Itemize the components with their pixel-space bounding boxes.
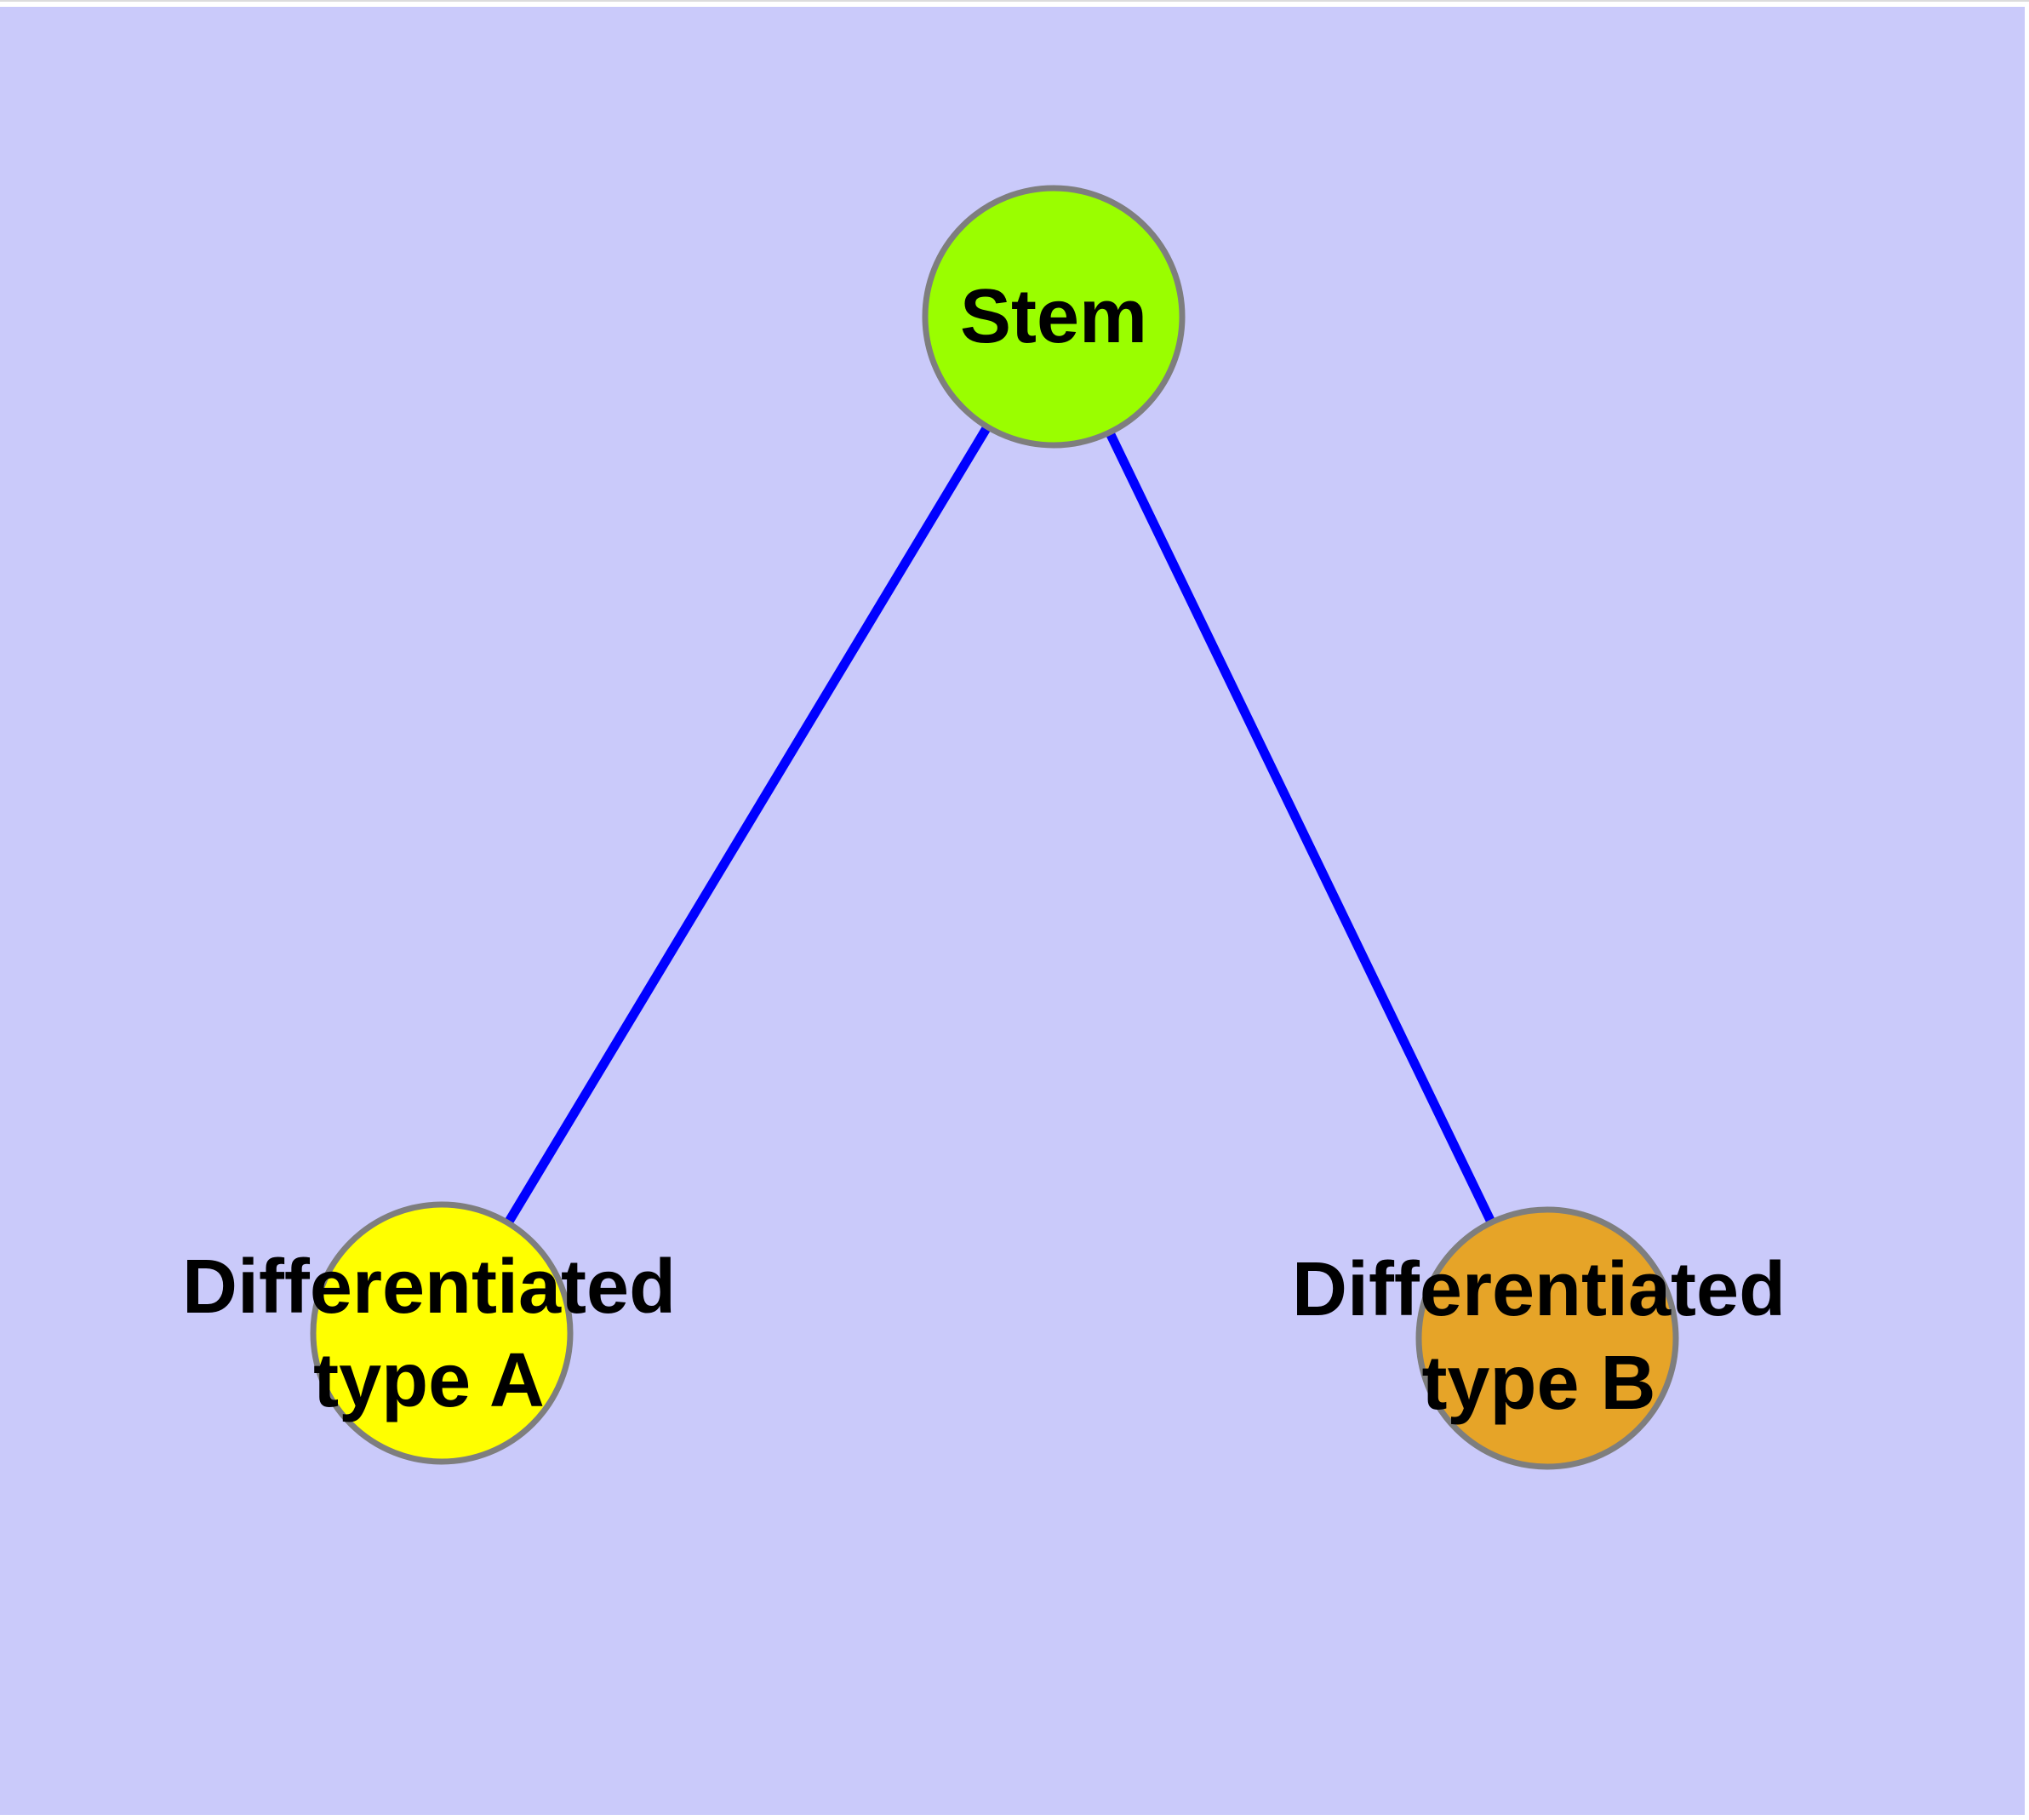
node-differentiated-type-a-label-line2: type A: [313, 1338, 545, 1423]
node-differentiated-type-b-label-line1: Differentiated: [1291, 1247, 1786, 1332]
node-differentiated-type-b-circle: [1415, 1206, 1679, 1470]
node-differentiated-type-b-label-line2: type B: [1421, 1341, 1656, 1426]
edge-stem-to-type-b: [1049, 314, 1552, 1341]
node-differentiated-type-a-circle: [310, 1201, 574, 1465]
window-top-edge-line: [0, 0, 2029, 2]
edge-stem-to-type-a: [437, 314, 1058, 1336]
node-stem-label: Stem: [959, 274, 1148, 359]
node-differentiated-type-b-label: Differentiated type B: [1292, 1243, 1786, 1430]
node-stem-circle: [922, 185, 1186, 449]
node-differentiated-type-a-label: Differentiated type A: [182, 1240, 676, 1428]
node-differentiated-type-a-label-line1: Differentiated: [181, 1245, 677, 1330]
